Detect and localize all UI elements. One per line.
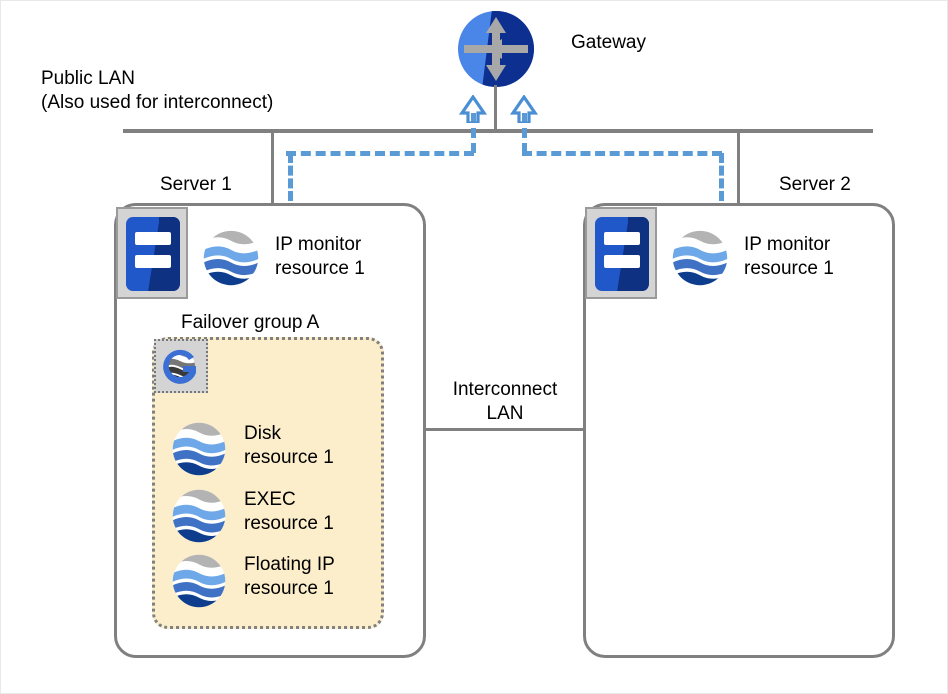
server-icon	[126, 217, 180, 291]
server1-ip-monitor-resource-icon	[202, 229, 260, 287]
failover-group-icon-frame	[154, 339, 208, 393]
public-lan-label-line2: (Also used for interconnect)	[41, 92, 274, 113]
floating-ip-resource-label-line1: Floating IP	[244, 554, 335, 575]
server1-gateway-dashed-vertical	[288, 153, 293, 201]
failover-group-label: Failover group A	[181, 312, 320, 333]
left-up-arrow-icon	[459, 95, 487, 123]
server2-ip-monitor-label-line1: IP monitor	[744, 234, 831, 255]
interconnect-lan-label-line2: LAN	[486, 403, 524, 424]
server1-label: Server 1	[160, 174, 232, 195]
server2-gateway-dashed-horizontal	[522, 151, 722, 156]
right-arrow-dashed-stem	[522, 113, 527, 153]
interconnect-lan-label-line1: Interconnect	[452, 379, 558, 400]
server1-icon-frame	[116, 207, 188, 299]
exec-resource-label-line2: resource 1	[244, 513, 334, 534]
disk-resource-label-line1: Disk	[244, 423, 281, 444]
interconnect-lan-line	[426, 428, 584, 431]
server1-ip-monitor-label-line2: resource 1	[275, 258, 365, 279]
left-arrow-dashed-stem	[471, 113, 476, 153]
right-up-arrow-icon	[510, 95, 538, 123]
server2-gateway-dashed-vertical	[719, 153, 724, 201]
server2-lan-drop-line	[737, 131, 740, 203]
server1-ip-monitor-label-line1: IP monitor	[275, 234, 362, 255]
server-icon	[595, 217, 649, 291]
server2-icon-frame	[585, 207, 657, 299]
router-gateway-icon	[456, 9, 536, 89]
gateway-label: Gateway	[571, 32, 646, 53]
disk-resource-label-line2: resource 1	[244, 447, 334, 468]
server2-ip-monitor-resource-icon	[671, 229, 729, 287]
disk-resource-icon	[171, 421, 227, 477]
server1-gateway-dashed-horizontal	[286, 151, 474, 156]
server2-label: Server 2	[779, 174, 851, 195]
floating-ip-resource-icon	[171, 553, 227, 609]
floating-ip-resource-label-line2: resource 1	[244, 578, 334, 599]
public-lan-label-line1: Public LAN	[41, 68, 135, 89]
public-lan-bus-line	[123, 129, 873, 133]
gateway-stem-line	[494, 85, 497, 131]
exec-resource-icon	[171, 488, 227, 544]
server2-ip-monitor-label-line2: resource 1	[744, 258, 834, 279]
failover-group-icon	[163, 349, 196, 384]
exec-resource-label-line1: EXEC	[244, 489, 296, 510]
server1-lan-drop-line	[271, 131, 274, 203]
